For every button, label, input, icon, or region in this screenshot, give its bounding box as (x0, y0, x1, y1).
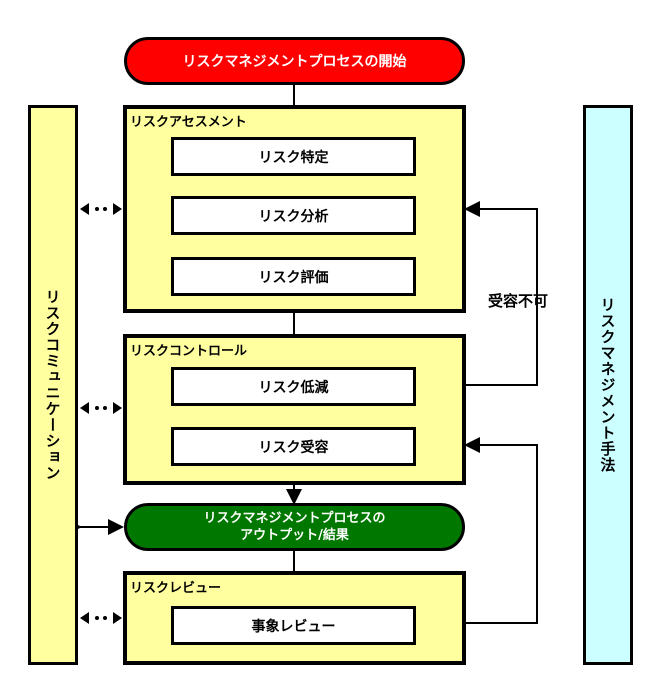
risk-assessment-title: リスクアセスメント (130, 115, 247, 130)
risk-evaluation-box: リスク評価 (171, 257, 416, 296)
step-label: リスク受容 (258, 439, 329, 456)
risk-identification-box: リスク特定 (171, 137, 416, 176)
comm-assessment-dotted-arrow (80, 203, 122, 215)
unacceptable-label: 受容不可 (488, 292, 549, 310)
risk-review-title: リスクレビュー (130, 581, 222, 596)
start-label: リスクマネジメントプロセスの開始 (182, 54, 407, 70)
output-label-line1: リスクマネジメントプロセスの (203, 511, 386, 526)
comm-control-dotted-arrow (80, 402, 122, 414)
risk-communication-column: リスクコミュニケーション (28, 105, 78, 665)
comm-review-dotted-arrow (80, 612, 122, 624)
risk-acceptance-box: リスク受容 (171, 427, 416, 466)
risk-management-tools-label: リスクマネジメント手法 (598, 297, 617, 473)
feedback-unacceptable-arrow (464, 201, 538, 386)
start-process-node: リスクマネジメントプロセスの開始 (124, 37, 465, 85)
step-label: リスク低減 (258, 379, 329, 396)
step-label: リスク特定 (258, 149, 329, 166)
risk-analysis-box: リスク分析 (171, 196, 416, 235)
process-output-node: リスクマネジメントプロセスのアウトプット/結果 (124, 503, 465, 551)
risk-reduction-box: リスク低減 (171, 367, 416, 406)
event-review-box: 事象レビュー (171, 606, 416, 645)
step-label: 事象レビュー (251, 618, 336, 635)
step-label: リスク評価 (258, 269, 329, 286)
step-label: リスク分析 (258, 208, 329, 225)
risk-communication-label: リスクコミュニケーション (43, 289, 62, 481)
feedback-review-arrow (416, 437, 538, 624)
risk-control-title: リスクコントロール (130, 344, 248, 359)
output-label-line2: アウトプット/結果 (240, 528, 349, 543)
risk-management-tools-column: リスクマネジメント手法 (583, 105, 633, 665)
